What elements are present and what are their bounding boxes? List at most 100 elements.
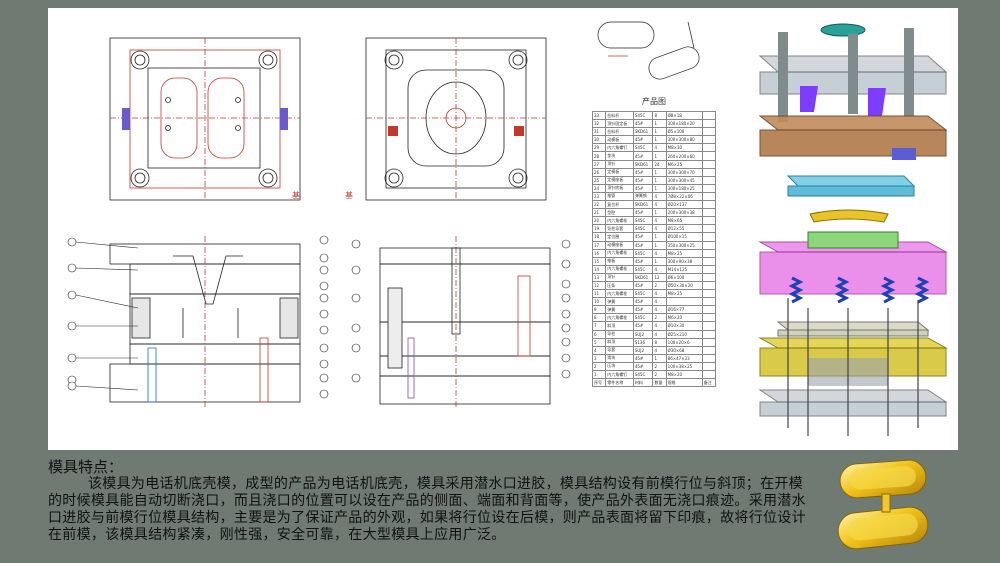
bom-cell: 2 <box>652 361 667 372</box>
bom-cell: 1 <box>652 135 667 145</box>
bom-cell: 弹簧 <box>605 305 634 315</box>
section-view-a <box>109 236 301 408</box>
bom-cell: SKD61 <box>632 272 654 282</box>
bom-cell: 3 <box>591 353 607 363</box>
bom-cell <box>701 119 717 129</box>
bom-cell: Ø20×137 <box>665 200 703 210</box>
bom-cell: 内六角螺栓 <box>605 289 634 299</box>
bom-cell: 顶针底板 <box>605 183 634 193</box>
bom-cell: 45# <box>632 240 654 250</box>
bom-cell: 45# <box>632 353 654 363</box>
bom-cell: 6 <box>591 329 607 339</box>
bom-cell: S45C <box>632 313 654 323</box>
bom-cell <box>701 110 717 121</box>
bom-cell: 定位圈 <box>605 232 634 242</box>
bom-cell <box>701 151 717 161</box>
bom-cell: 定模板 <box>605 167 634 177</box>
bom-cell: 1 <box>652 175 667 185</box>
bom-cell: 弹簧钢 <box>632 191 654 202</box>
bom-cell: 300×300×80 <box>665 135 703 145</box>
bom-cell <box>701 369 717 380</box>
bom-cell: 11 <box>591 289 607 299</box>
bom-cell: 45# <box>632 135 654 145</box>
bom-cell: 300×180×20 <box>665 119 703 129</box>
bom-cell: 4 <box>652 329 667 339</box>
base-label-1: 基 <box>292 191 300 200</box>
feature-body: 该模具为电话机底壳模，成型的产品为电话机底壳，模具采用潜水口进胶，模具结构设有前… <box>48 476 806 543</box>
bom-cell <box>701 183 717 193</box>
bom-cell: 2 <box>652 369 667 380</box>
bom-cell: 导柱导套 <box>605 224 634 234</box>
bom-header-cell: 零件名称 <box>605 378 634 388</box>
bom-cell: 9 <box>591 305 607 315</box>
bom-cell: 45# <box>632 256 654 266</box>
bom-cell: 24 <box>591 183 607 193</box>
bom-cell: 内六角螺栓 <box>605 248 634 258</box>
bom-cell: 45# <box>632 167 654 177</box>
bom-cell: 4 <box>652 289 667 299</box>
bom-cell: 31 <box>591 127 607 137</box>
bom-cell: 1 <box>652 119 667 129</box>
bom-cell: Ø5×100 <box>665 127 703 137</box>
bom-cell: 动模板 <box>605 135 634 145</box>
bom-cell: 19 <box>591 224 607 234</box>
bom-cell: 4 <box>652 216 667 226</box>
bom-cell <box>701 135 717 145</box>
bom-cell <box>701 216 717 226</box>
bom-header-row: 序号零件名称材料数量规格备注 <box>591 378 717 388</box>
bom-cell: 21 <box>591 208 607 218</box>
bom-cell: 15 <box>591 256 607 266</box>
bom-cell: 拉料杆 <box>605 127 634 137</box>
bom-cell <box>701 256 717 266</box>
bom-cell <box>665 297 703 307</box>
bom-cell: 5 <box>591 337 607 347</box>
bom-cell <box>701 305 717 315</box>
bom-cell: 1 <box>652 183 667 193</box>
bom-cell: SUJ2 <box>632 329 654 339</box>
bom-cell <box>701 329 717 339</box>
bom-cell <box>701 200 717 210</box>
bom-cell: 定模座板 <box>605 175 634 185</box>
bom-cell: 8 <box>591 313 607 323</box>
bom-cell: S45C <box>632 369 654 380</box>
bom-cell: 14 <box>591 264 607 274</box>
feature-title: 模具特点： <box>48 458 124 476</box>
bom-cell: 4 <box>652 345 667 355</box>
bom-cell: 300×180×25 <box>665 183 703 193</box>
bom-cell: 1 <box>652 240 667 250</box>
bom-cell: 内六角螺栓 <box>605 264 634 274</box>
bom-cell: 2 <box>591 361 607 372</box>
bom-cell: M8×25 <box>665 289 703 299</box>
bom-cell: 16 <box>591 248 607 258</box>
bom-cell: S45C <box>632 224 654 234</box>
bom-cell: M14×125 <box>665 264 703 274</box>
bom-cell: 压块 <box>605 361 634 372</box>
bom-cell: Ø30×68 <box>665 345 703 355</box>
bom-cell: 300×300×70 <box>665 167 703 177</box>
bom-cell: 29 <box>591 143 607 153</box>
bom-cell: 45# <box>632 280 654 291</box>
bom-cell: SKD61 <box>632 159 654 169</box>
bom-cell: 2 <box>652 313 667 323</box>
bom-cell: 200×300×38 <box>665 208 703 218</box>
exploded-3d-view <box>758 23 948 436</box>
bom-cell: S136 <box>632 337 654 347</box>
bom-cell: 垫块 <box>605 151 634 161</box>
bom-cell: 22 <box>591 200 607 210</box>
bom-cell: 350×300×25 <box>665 240 703 250</box>
base-label-2: 基 <box>345 191 353 200</box>
bom-cell: 1 <box>652 256 667 266</box>
bom-cell: M6×20 <box>665 313 703 323</box>
bom-cell: 4 <box>652 321 667 331</box>
